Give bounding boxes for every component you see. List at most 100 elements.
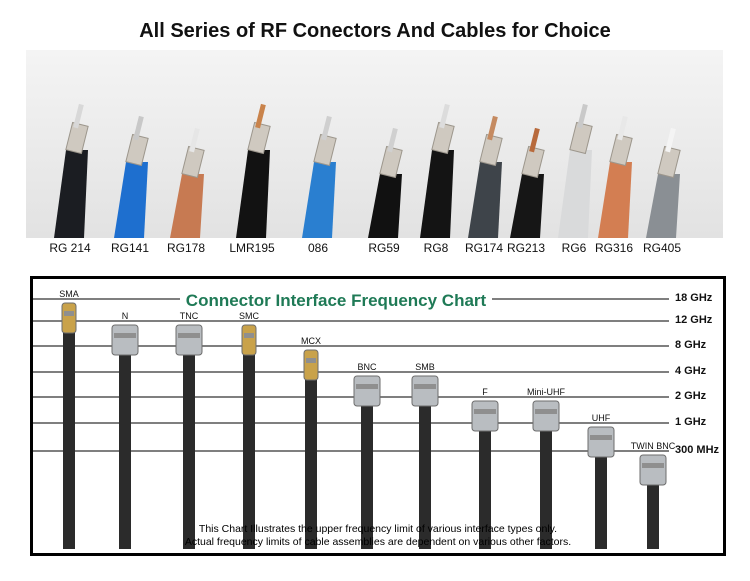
connector-ring	[474, 409, 496, 414]
connector-ring	[178, 333, 200, 338]
connector-label: TWIN BNC	[630, 441, 676, 451]
connector-cable	[63, 331, 75, 549]
connector-cable	[540, 429, 552, 549]
cable-jacket	[302, 162, 336, 238]
connector-ring	[244, 333, 254, 338]
cable-core	[387, 127, 398, 153]
connector-cable	[305, 378, 317, 549]
connector-n	[111, 324, 139, 549]
cable-core	[133, 115, 144, 141]
cable-jacket	[598, 162, 632, 238]
cable-rg405	[646, 127, 681, 238]
cable-braid	[521, 145, 545, 179]
cable-rg213	[510, 127, 545, 238]
cable-jacket	[54, 150, 88, 238]
frequency-label: 12 GHz	[675, 314, 713, 326]
cable-core	[529, 127, 540, 153]
cable-jacket	[368, 174, 402, 238]
connector-ring	[114, 333, 136, 338]
cable-braid	[379, 145, 403, 179]
cable-jacket	[236, 150, 270, 238]
connector-label: MCX	[301, 336, 321, 346]
connector-sma	[61, 302, 77, 549]
chart-footnote: This Chart Illustrates the upper frequen…	[33, 523, 723, 549]
connector-body	[61, 302, 77, 334]
connector-label: N	[121, 311, 129, 321]
cable-label: RG316	[594, 241, 634, 255]
connector-body	[353, 375, 381, 407]
connector-uhf	[587, 426, 615, 549]
cable-braid	[181, 145, 205, 179]
connector-cable	[647, 483, 659, 549]
frequency-label: 8 GHz	[675, 339, 707, 351]
cable-label: RG6	[561, 241, 587, 255]
frequency-label: 2 GHz	[675, 390, 707, 402]
cable-label: LMR195	[229, 241, 275, 255]
cable-label: 086	[307, 241, 329, 255]
cable-jacket	[646, 174, 680, 238]
frequency-label: 300 MHz	[675, 444, 720, 456]
connector-ring	[590, 435, 612, 440]
connector-bnc	[353, 375, 381, 549]
cable-braid	[609, 133, 633, 167]
connector-body	[471, 400, 499, 432]
connector-body	[175, 324, 203, 356]
connector-ring	[414, 384, 436, 389]
connector-mcx	[303, 349, 319, 549]
connector-label: TNC	[179, 311, 199, 321]
cable-core	[255, 103, 266, 129]
connector-body	[111, 324, 139, 356]
connector-cable	[183, 353, 195, 549]
connector-cable	[119, 353, 131, 549]
connector-body	[587, 426, 615, 458]
cable-braid	[569, 121, 593, 155]
cable-rg141	[114, 115, 149, 238]
cable-core	[73, 103, 84, 129]
connector-label: F	[482, 387, 488, 397]
cable-braid	[657, 145, 681, 179]
connector-body	[241, 324, 257, 356]
cable-lmr195	[236, 103, 271, 238]
cable-086	[302, 115, 337, 238]
cable-jacket	[420, 150, 454, 238]
connector-twin-bnc	[639, 454, 667, 549]
connector-ring	[642, 463, 664, 468]
cable-rg6	[558, 103, 593, 238]
connector-body	[532, 400, 560, 432]
connector-ring	[356, 384, 378, 389]
cable-core	[665, 127, 676, 153]
frequency-label: 4 GHz	[675, 365, 707, 377]
cable-rg178	[170, 127, 205, 238]
frequency-label: 1 GHz	[675, 416, 707, 428]
connector-label: SMB	[415, 362, 435, 372]
footnote-line-2: Actual frequency limits of cable assembl…	[184, 536, 572, 548]
connector-f	[471, 400, 499, 549]
cable-braid	[313, 133, 337, 167]
connector-body	[411, 375, 439, 407]
cable-braid	[65, 121, 89, 155]
page-title: All Series of RF Conectors And Cables fo…	[139, 20, 611, 42]
cable-core	[439, 103, 450, 129]
connector-label: SMC	[239, 311, 259, 321]
frequency-chart: Connector Interface Frequency Chart 18 G…	[30, 276, 726, 556]
cable-label: RG405	[642, 241, 682, 255]
cable-jacket	[170, 174, 204, 238]
connector-ring	[306, 358, 316, 363]
cable-label: RG178	[166, 241, 206, 255]
connector-smc	[241, 324, 257, 549]
cable-jacket	[558, 150, 592, 238]
connector-body	[639, 454, 667, 486]
cable-core	[487, 115, 498, 141]
cable-photo-strip	[26, 50, 723, 238]
cable-braid	[247, 121, 271, 155]
cable-core	[577, 103, 588, 129]
cable-label: RG141	[110, 241, 150, 255]
connector-ring	[535, 409, 557, 414]
cable-label: RG59	[368, 241, 400, 255]
connector-ring	[64, 311, 74, 316]
cable-label: RG213	[506, 241, 546, 255]
connector-label: SMA	[59, 289, 79, 299]
connector-label: BNC	[357, 362, 377, 372]
cable-rg316	[598, 115, 633, 238]
connector-tnc	[175, 324, 203, 549]
